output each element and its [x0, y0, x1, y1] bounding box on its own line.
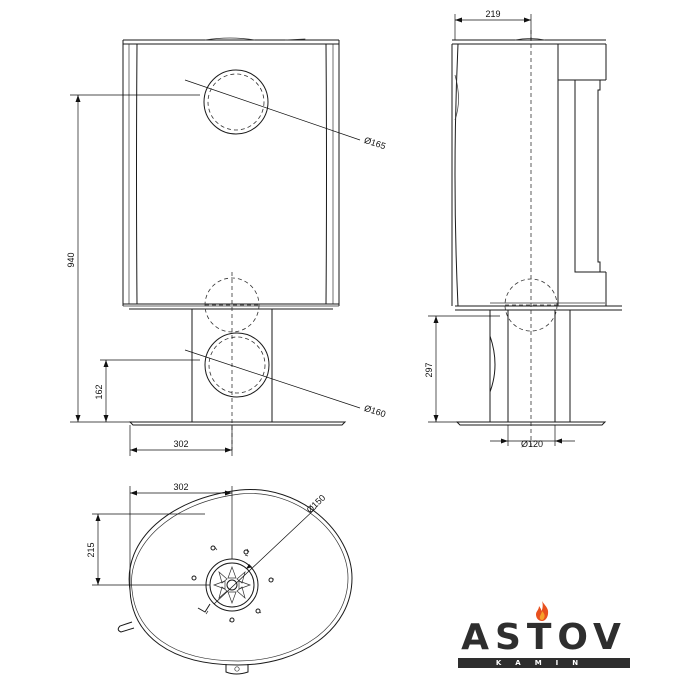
- dim-side-pedestal-height: 297: [424, 362, 434, 377]
- brand-logo: ASTOV KAMIN: [456, 600, 632, 672]
- dim-plan-air-diameter: Ø150: [305, 493, 328, 515]
- brand-subtitle-bar: KAMIN: [458, 658, 630, 668]
- dim-plan-depth: 215: [86, 542, 96, 557]
- dim-flue-top-diameter: Ø165: [363, 135, 387, 151]
- front-bottom-flue: [204, 332, 270, 398]
- dim-total-height: 940: [66, 252, 76, 267]
- side-view: [428, 14, 622, 450]
- plan-foot-outline: [128, 489, 353, 666]
- dim-side-pipe-diameter: Ø120: [521, 439, 543, 449]
- plan-view: [92, 486, 353, 675]
- dim-front-width: 302: [173, 439, 188, 449]
- brand-subtitle: KAMIN: [495, 659, 593, 667]
- dim-flue-bottom-diameter: Ø160: [363, 403, 387, 419]
- dim-flue-bottom-height: 162: [94, 384, 104, 399]
- front-top-flue: [203, 69, 269, 135]
- dim-plan-width: 302: [173, 482, 188, 492]
- flame-icon: [536, 601, 549, 621]
- front-dimensions: [70, 94, 233, 456]
- brand-name: ASTOV: [461, 617, 627, 658]
- dim-side-depth: 219: [485, 9, 500, 19]
- front-view: [122, 37, 361, 450]
